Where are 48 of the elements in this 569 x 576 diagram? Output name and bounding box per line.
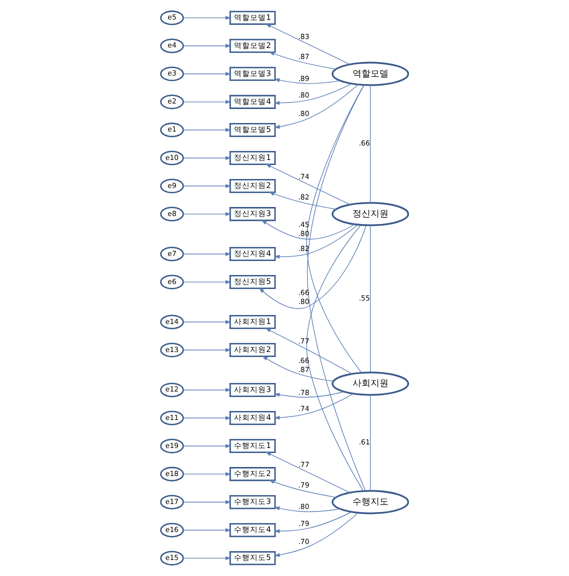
arrow <box>265 452 350 493</box>
arrow <box>183 556 232 560</box>
arrow <box>183 500 232 504</box>
arrow <box>183 128 232 132</box>
arrow <box>183 184 232 188</box>
arrow <box>183 156 232 160</box>
arrow <box>274 83 352 105</box>
arrow <box>183 320 232 324</box>
arrow <box>258 225 367 309</box>
arrow <box>265 328 352 374</box>
arrow <box>274 391 344 398</box>
arrow <box>265 164 350 205</box>
connector <box>306 224 364 492</box>
arrow <box>183 388 232 392</box>
node-ellipse: 역할모델 <box>332 62 410 86</box>
arrow <box>183 472 232 476</box>
connector <box>370 225 371 373</box>
node-ellipse: 정신지원 <box>332 202 410 226</box>
connector <box>370 84 371 204</box>
arrow <box>183 72 232 76</box>
connector <box>306 84 364 373</box>
arrow <box>274 78 340 84</box>
arrow <box>183 44 232 48</box>
arrow <box>261 220 355 240</box>
arrow <box>268 192 336 210</box>
arrow <box>274 506 340 512</box>
arrow <box>274 224 358 259</box>
arrow <box>274 512 358 557</box>
arrow <box>274 393 354 420</box>
arrow <box>265 24 350 65</box>
arrow <box>268 480 336 498</box>
arrow <box>268 52 336 70</box>
node-ellipse: 사회지원 <box>332 372 410 396</box>
arrow <box>183 212 232 216</box>
arrow <box>183 528 232 532</box>
node-ellipse: 수행지도 <box>332 490 410 514</box>
arrow <box>262 356 334 382</box>
connector <box>370 394 371 492</box>
arrow <box>274 84 358 129</box>
arrow <box>183 252 232 256</box>
arrow <box>183 16 232 20</box>
arrow <box>183 416 232 420</box>
arrow <box>183 444 232 448</box>
arrow <box>183 100 232 104</box>
arrow <box>274 512 352 534</box>
arrow <box>183 348 232 352</box>
arrow <box>183 280 232 284</box>
connector <box>307 84 366 492</box>
